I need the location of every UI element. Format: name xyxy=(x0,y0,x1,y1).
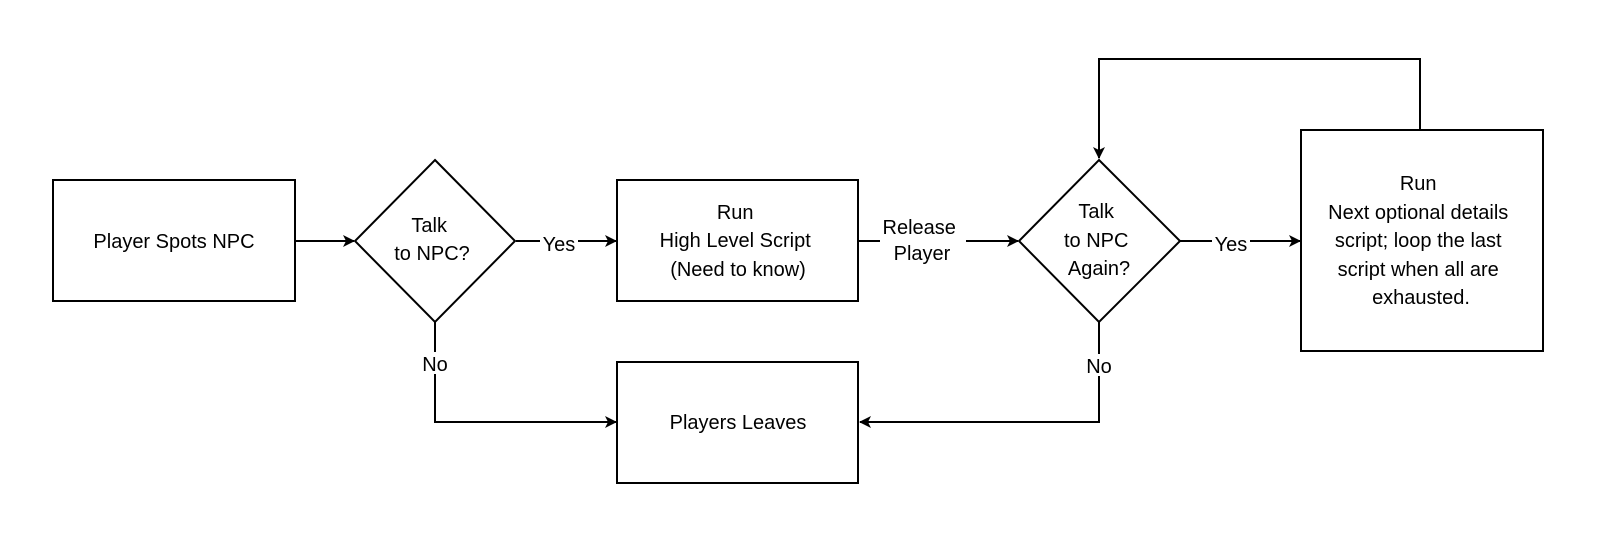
node-run-next-optional-script-label: Run Next optional details script; loop t… xyxy=(1328,173,1514,309)
node-players-leaves-label: Players Leaves xyxy=(670,412,807,434)
edge-loop-back xyxy=(1093,58,1421,159)
node-player-spots-npc: Player Spots NPC xyxy=(52,179,296,302)
edge-label-again-yes: Yes xyxy=(1215,234,1248,256)
decision-talk-again: Talk to NPC Again? xyxy=(1017,158,1182,324)
edge-label-talk-no: No xyxy=(422,354,448,376)
edge-again-no-to-leaves xyxy=(859,322,1100,428)
node-players-leaves: Players Leaves xyxy=(616,361,859,484)
edge-label-again-no: No xyxy=(1086,356,1112,378)
decision-talk-again-label: Talk to NPC Again? xyxy=(1064,201,1134,280)
edge-talk-no-to-leaves xyxy=(434,322,617,428)
edge-label-talk-yes: Yes xyxy=(543,234,576,256)
node-run-high-level-script-label: Run High Level Script (Need to know) xyxy=(660,202,817,281)
edge-label-release-line-2: Player xyxy=(894,243,951,265)
decision-talk-to-npc-label: Talk to NPC? xyxy=(394,215,470,265)
decision-talk-to-npc: Talk to NPC? xyxy=(353,158,517,324)
edge-label-release-player: Release Player xyxy=(883,217,962,265)
node-run-next-optional-script: Run Next optional details script; loop t… xyxy=(1300,129,1544,352)
edge-label-release-line-1: Release xyxy=(883,217,956,239)
node-player-spots-npc-label: Player Spots NPC xyxy=(93,231,254,253)
node-run-high-level-script: Run High Level Script (Need to know) xyxy=(616,179,859,302)
